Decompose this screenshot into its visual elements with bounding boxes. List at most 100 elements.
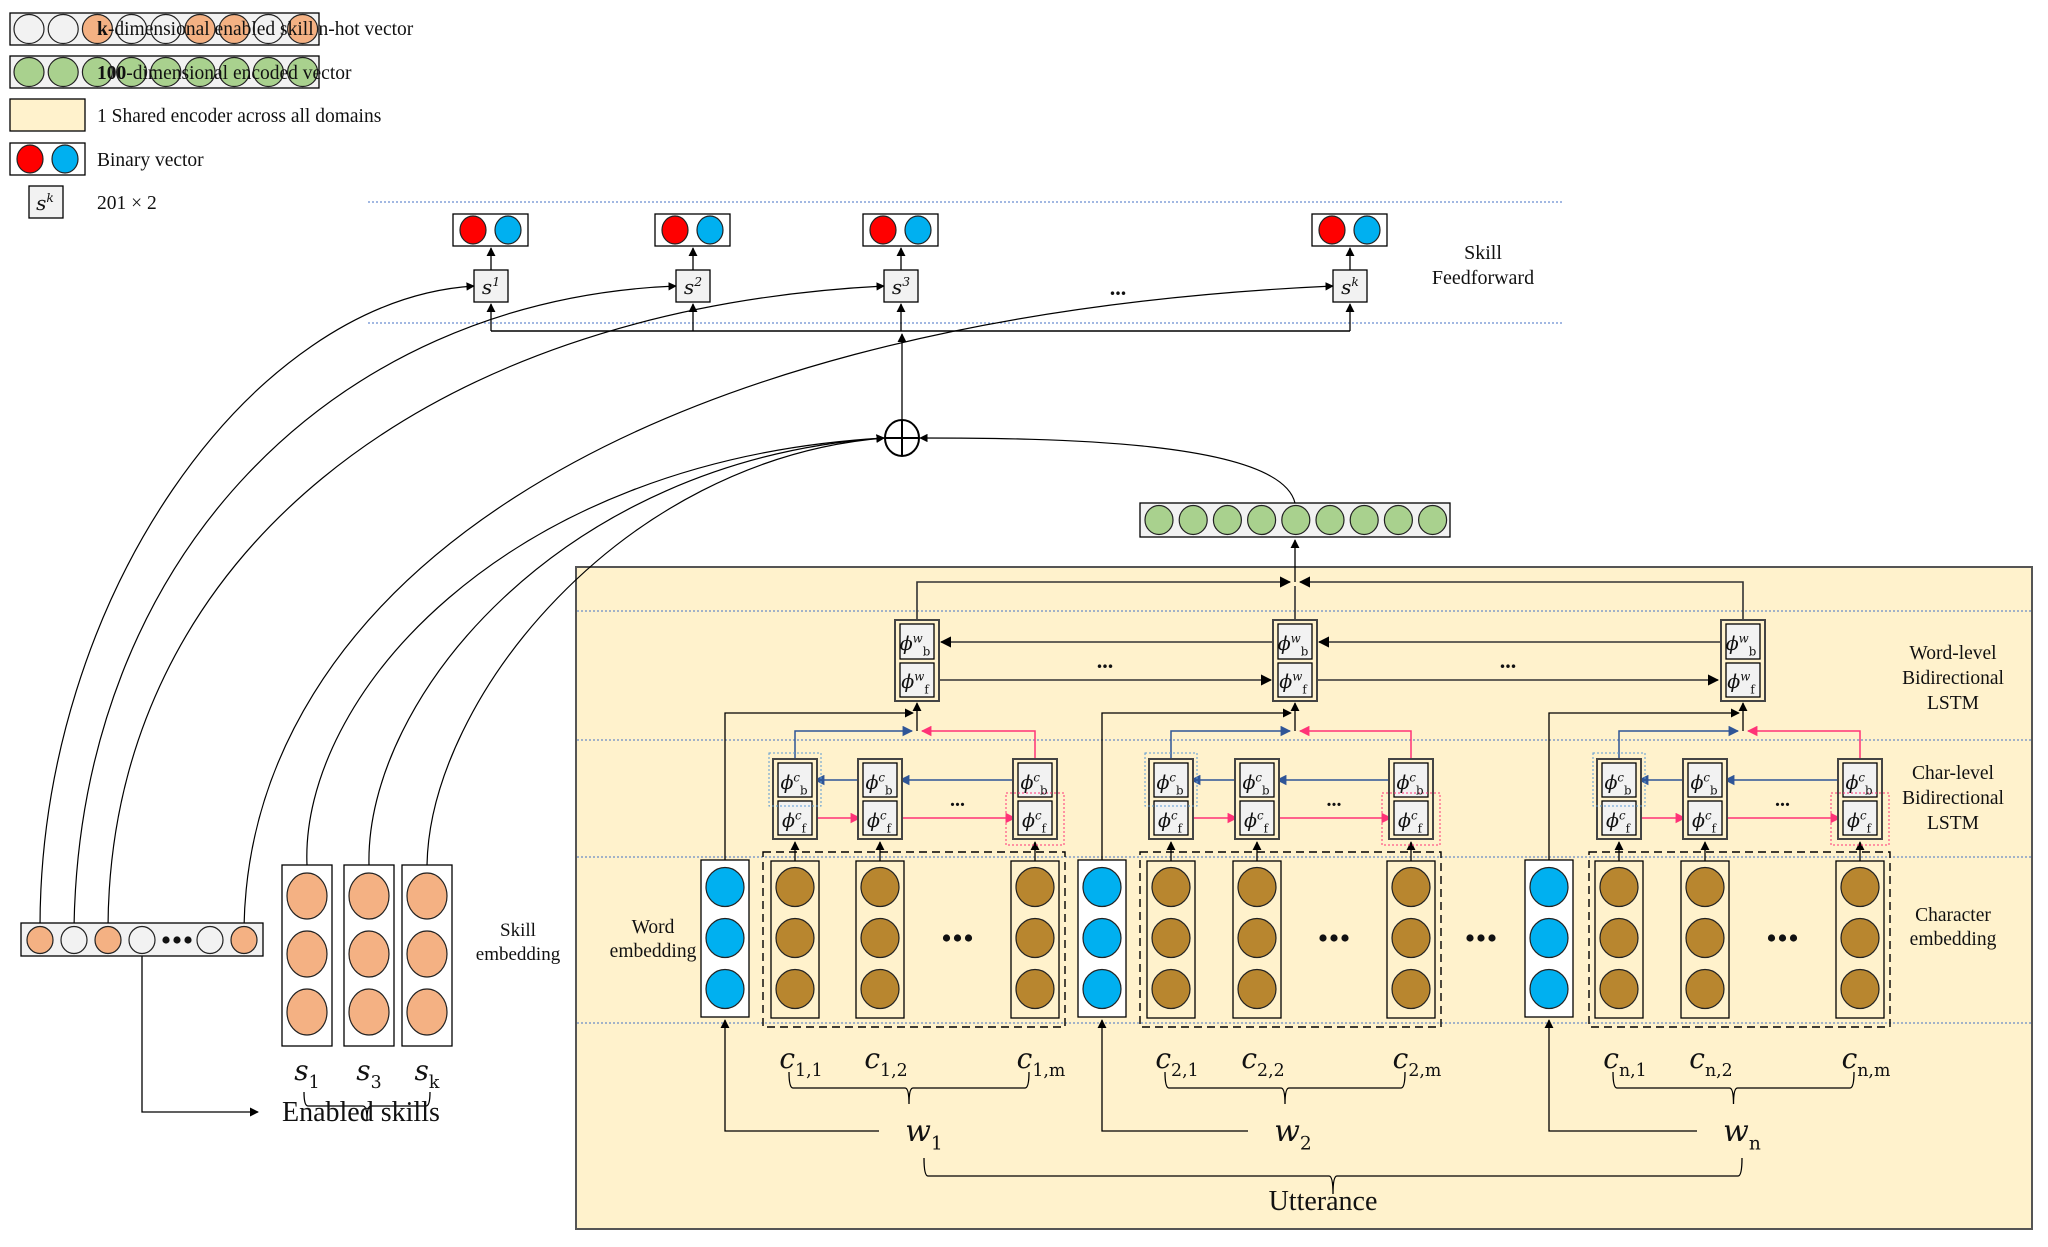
char-embedding-unit bbox=[1685, 968, 1725, 1010]
word-embedding-unit bbox=[1529, 866, 1569, 908]
char-lstm-forward-label: ϕcf bbox=[1158, 808, 1184, 835]
legend-label-text: -dimensional enabled skill n-hot vector bbox=[108, 19, 414, 40]
char-lstm-forward bbox=[1842, 800, 1878, 836]
char-token-label-subscript: n,2 bbox=[1705, 1061, 1733, 1081]
skill-vector-ellipsis bbox=[173, 936, 181, 944]
word-token-to-embedding bbox=[720, 1019, 879, 1132]
utterance-label: Utterance bbox=[1269, 1186, 1378, 1217]
char-lstm-backward bbox=[862, 762, 898, 798]
word-lstm-ellipsis: ... bbox=[1500, 648, 1517, 673]
char-lstm-backward-label-subscript: b bbox=[1176, 784, 1184, 798]
word-lstm-backward-label-superscript: w bbox=[913, 631, 923, 645]
word-lstm-backward-label-subscript: b bbox=[1749, 645, 1757, 659]
word-lstm-backward-label-superscript: w bbox=[1291, 631, 1301, 645]
encoded-vector-unit bbox=[1315, 504, 1345, 536]
char-lstm-forward bbox=[1239, 800, 1275, 836]
char-lstm-backward bbox=[777, 762, 813, 798]
char-lstm-forward bbox=[1017, 800, 1053, 836]
skill-unit-box bbox=[473, 269, 509, 303]
skill-unit-box bbox=[1332, 269, 1368, 303]
word-embedding-unit bbox=[1082, 968, 1122, 1010]
char-embedding-group bbox=[1588, 851, 1891, 1028]
word-embedding-to-word-lstm bbox=[1548, 708, 1740, 860]
word-embedding-unit bbox=[705, 917, 745, 959]
char-embedding-label: Character bbox=[1915, 905, 1991, 926]
char-embedding-unit bbox=[1391, 917, 1431, 959]
word-lstm-forward-label-superscript: w bbox=[914, 669, 924, 683]
skill-embedding-name-symbol: s bbox=[415, 1054, 429, 1087]
char-token-label-symbol: c bbox=[1842, 1042, 1858, 1075]
skill-vector-unit bbox=[128, 925, 156, 955]
word-embedding-unit bbox=[1529, 917, 1569, 959]
legend-nhot-unit bbox=[47, 13, 79, 45]
word-embedding-label: embedding bbox=[610, 941, 697, 962]
char-lstm-forward-label-subscript: f bbox=[1626, 822, 1632, 836]
skill-embedding-name-symbol: s bbox=[294, 1054, 308, 1087]
char-backward-output bbox=[794, 725, 914, 763]
char-embedding-unit bbox=[1685, 866, 1725, 908]
word-lstm-backward-label-subscript: b bbox=[923, 645, 931, 659]
legend-nhot-unit bbox=[116, 13, 148, 45]
skill-unit-label: s2 bbox=[684, 274, 702, 299]
legend-encoded-unit bbox=[252, 56, 284, 88]
legend-label-text: Binary vector bbox=[97, 150, 204, 171]
encoded-vector-unit bbox=[1144, 504, 1174, 536]
char-lstm-forward-label-subscript: f bbox=[1042, 822, 1048, 836]
feedforward-label: Skill bbox=[1464, 242, 1502, 264]
char-token-label-symbol: c bbox=[864, 1042, 880, 1075]
skill-vector-unit bbox=[26, 925, 54, 955]
char-lstm-forward-label: ϕcf bbox=[1606, 808, 1632, 835]
word-lstm-forward-label-symbol: ϕ bbox=[901, 671, 914, 693]
skill-embedding-to-concat bbox=[426, 434, 885, 866]
legend-nhot-unit bbox=[287, 13, 319, 45]
char-embedding-ellipsis bbox=[1330, 934, 1338, 942]
legend-nhot-unit bbox=[150, 13, 182, 45]
skill-vector-unit bbox=[60, 925, 88, 955]
skill-embedding-label: embedding bbox=[476, 944, 561, 965]
word-output-merge bbox=[1298, 576, 1744, 620]
char-lstm-backward-label-superscript: c bbox=[1255, 770, 1262, 784]
char-token-label-subscript: 1,1 bbox=[795, 1061, 823, 1081]
skill-output-binary-bit-a bbox=[869, 215, 897, 245]
word-token-label-symbol: w bbox=[1723, 1114, 1749, 1149]
char-token-label-subscript: 2,m bbox=[1408, 1061, 1441, 1081]
char-lstm-forward-label-symbol: ϕ bbox=[782, 810, 795, 832]
char-lstm-forward-label-superscript: c bbox=[795, 808, 802, 822]
char-lstm-forward-label-symbol: ϕ bbox=[1606, 810, 1619, 832]
word-lstm-backward-label-symbol: ϕ bbox=[1726, 633, 1739, 655]
word-lstm-forward-label: ϕwf bbox=[1279, 669, 1308, 696]
skill-embedding-name-subscript: k bbox=[429, 1073, 440, 1093]
char-token-label-symbol: c bbox=[1393, 1042, 1409, 1075]
char-lstm-backward bbox=[1017, 762, 1053, 798]
char-embedding-group bbox=[762, 851, 1066, 1028]
char-embedding-group bbox=[1139, 851, 1442, 1028]
encoded-vector-unit bbox=[1417, 504, 1448, 536]
char-lstm-forward bbox=[1393, 800, 1429, 836]
skill-embedding-label: Skill bbox=[500, 920, 536, 941]
char-lstm-forward bbox=[862, 800, 898, 836]
skill-unit-label-superscript: 3 bbox=[902, 274, 910, 289]
char-lstm-forward-label-subscript: f bbox=[802, 822, 808, 836]
char-lstm-backward-label: ϕcb bbox=[1604, 770, 1631, 797]
legend-binary-vector-bit-b bbox=[51, 144, 79, 174]
char-embedding-unit bbox=[1015, 917, 1055, 959]
char-backward-output bbox=[1170, 725, 1292, 763]
char-lstm-backward-label-superscript: c bbox=[1617, 770, 1624, 784]
skill-embedding-to-concat bbox=[368, 434, 885, 866]
char-lstm-backward-label-subscript: b bbox=[1865, 784, 1873, 798]
skill-embedding-name-symbol: s bbox=[356, 1054, 370, 1087]
char-lstm-backward-label-symbol: ϕ bbox=[1396, 772, 1409, 794]
char-lstm-backward-label-symbol: ϕ bbox=[1604, 772, 1617, 794]
skill-unit-box bbox=[883, 269, 919, 303]
char-lstm-forward-label-superscript: c bbox=[1411, 808, 1418, 822]
encoded-vector-unit bbox=[1349, 504, 1379, 536]
feedforward-ellipsis: ... bbox=[1110, 275, 1127, 300]
char-lstm-backward-label-superscript: c bbox=[1858, 770, 1865, 784]
word-lstm-forward-label: ϕwf bbox=[901, 669, 930, 696]
legend-sk-box bbox=[28, 185, 64, 219]
char-token-label: c2,1 bbox=[1155, 1042, 1198, 1081]
word-embedding-unit bbox=[705, 968, 745, 1010]
char-embedding-unit bbox=[775, 917, 815, 959]
legend-label-text: 201 × 2 bbox=[97, 193, 157, 214]
char-lstm-forward-label-superscript: c bbox=[880, 808, 887, 822]
